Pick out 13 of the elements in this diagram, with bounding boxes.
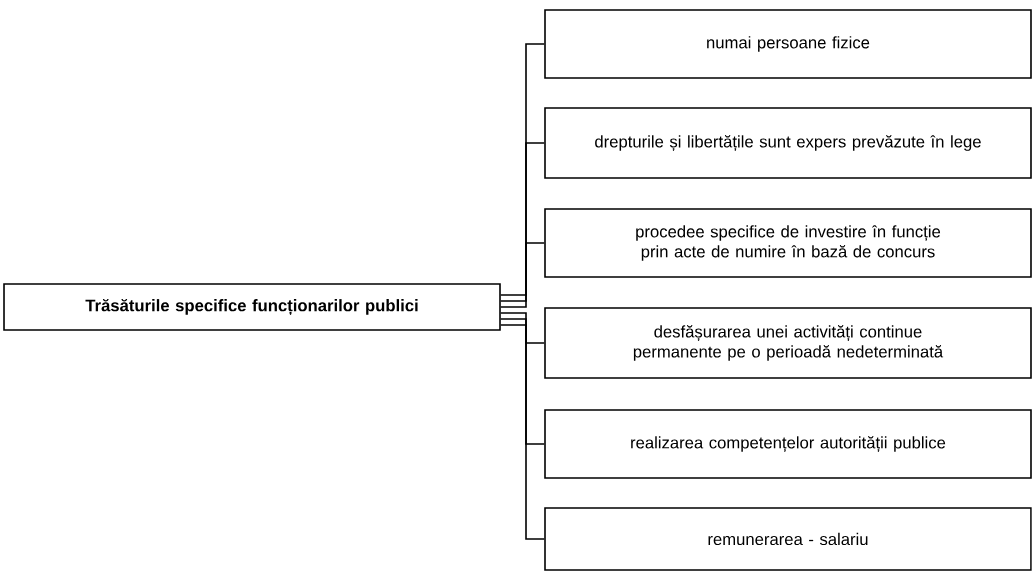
root-box: Trăsăturile specifice funcționarilor publici xyxy=(3,283,501,331)
connector xyxy=(500,43,545,296)
connector xyxy=(500,242,545,308)
connector xyxy=(500,312,545,344)
connector xyxy=(500,324,545,540)
item-box: drepturile și libertățile sunt expers prevăzute în lege xyxy=(544,107,1032,179)
connector xyxy=(500,318,545,445)
item-box: desfășurarea unei activități continue permanente pe o perioadă nedeterminată xyxy=(544,307,1032,379)
item-box: numai persoane fizice xyxy=(544,9,1032,79)
item-box: realizarea competențelor autorității publice xyxy=(544,409,1032,479)
item-box: remunerarea - salariu xyxy=(544,507,1032,571)
connector xyxy=(500,142,545,302)
item-box: procedee specifice de investire în funcție prin acte de numire în bază de concurs xyxy=(544,208,1032,278)
